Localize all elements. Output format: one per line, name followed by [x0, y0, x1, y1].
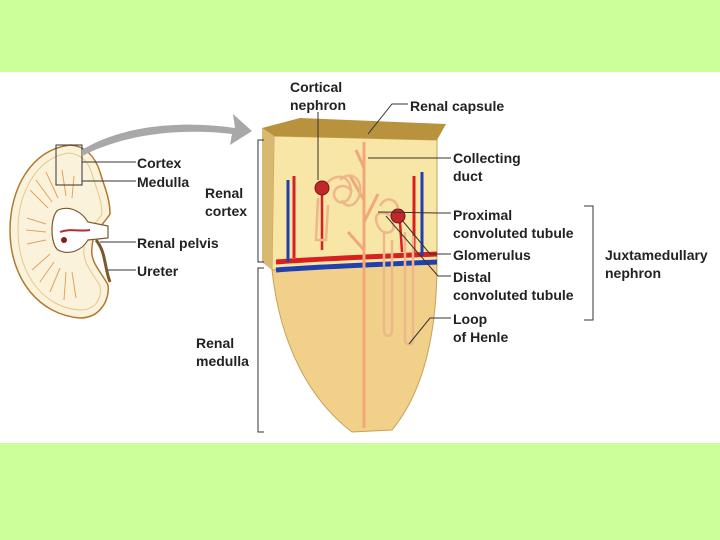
label-renal-capsule: Renal capsule: [410, 98, 505, 114]
label-cortical-nephron: Cortical nephron: [290, 79, 346, 113]
ureter-tube: [94, 239, 112, 283]
bracket-renal-cortex: [257, 139, 264, 263]
renal-vessels: [59, 229, 91, 233]
leader-distal-tubule: [385, 215, 451, 277]
bracket-renal-medulla: [257, 267, 264, 433]
label-distal-tubule: Distal convoluted tubule: [453, 269, 574, 303]
label-proximal-tubule: Proximal convoluted tubule: [453, 207, 574, 241]
label-medulla: Medulla: [137, 174, 190, 190]
vessel-mid-red: [398, 221, 404, 253]
arcuate-vein: [275, 259, 438, 273]
label-renal-cortex: Renal cortex: [205, 185, 248, 219]
label-renal-medulla: Renal medulla: [196, 335, 249, 369]
bracket-juxtamedullary: [584, 205, 594, 321]
zoom-box: [55, 144, 83, 186]
label-juxtamedullary-nephron: Juxtamedullary nephron: [605, 247, 708, 281]
renal-pyramids: [25, 169, 77, 301]
leader-renal-capsule: [367, 103, 408, 135]
label-glomerulus: Glomerulus: [453, 247, 531, 263]
renal-capsule-layer: [262, 118, 446, 140]
block-left-face: [262, 128, 274, 270]
label-ureter: Ureter: [137, 263, 179, 279]
leader-glomerulus: [401, 219, 451, 255]
leader-loop-of-henle: [408, 317, 451, 345]
label-renal-pelvis: Renal pelvis: [137, 235, 219, 251]
cortical-glomerulus: [314, 180, 330, 196]
zoom-arrow: [82, 114, 252, 156]
juxtamedullary-nephron-tubules: [374, 198, 415, 346]
kidney-inner-outline: [17, 152, 103, 311]
enlarged-kidney-section: [262, 118, 446, 433]
leader-proximal-tubule: [377, 211, 451, 214]
leader-lines: [82, 103, 594, 433]
collecting-duct-tree: [346, 142, 380, 428]
cortical-nephron-tubules: [314, 174, 362, 242]
label-collecting-duct: Collecting duct: [453, 150, 521, 184]
renal-vessel-dot: [61, 237, 67, 243]
medulla-region: [271, 261, 438, 433]
label-loop-of-henle: Loop of Henle: [453, 311, 509, 345]
label-cortex: Cortex: [137, 155, 182, 171]
kidney-cross-section: [9, 144, 112, 319]
